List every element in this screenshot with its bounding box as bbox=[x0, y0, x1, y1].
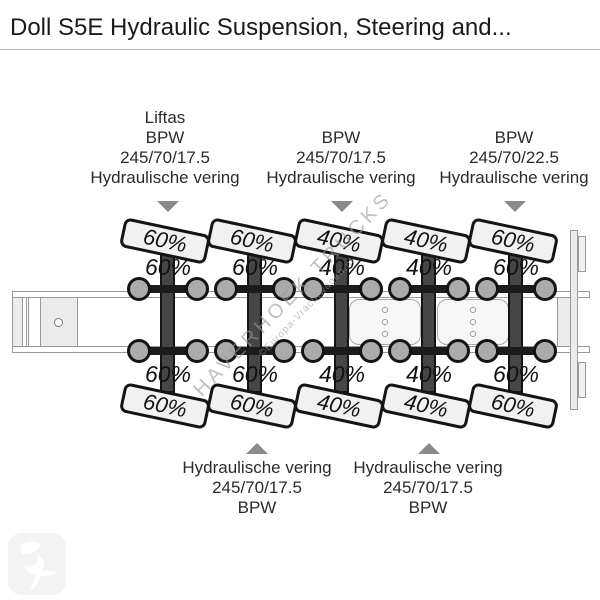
linkage-bolt-icon bbox=[470, 307, 476, 313]
axle-1-tread-inner-bottom: 60% bbox=[144, 361, 192, 387]
logo-figure-icon bbox=[20, 541, 58, 591]
axle-2-tread-inner-bottom: 60% bbox=[231, 361, 279, 387]
axle-1-hub-bottom-left bbox=[127, 339, 151, 363]
title-divider bbox=[0, 49, 600, 50]
axle-1-tread-inner-top: 60% bbox=[144, 254, 192, 280]
axle-4-hub-bottom-left bbox=[388, 339, 412, 363]
front-divider bbox=[26, 297, 29, 347]
axle-4-tread-inner-bottom: 40% bbox=[405, 361, 453, 387]
axle-1-beam-bottom bbox=[139, 347, 197, 355]
axle-3-hub-top-right bbox=[359, 277, 383, 301]
axle-3-hub-bottom-left bbox=[301, 339, 325, 363]
front-crossmember bbox=[12, 297, 23, 347]
axle-3-beam-bottom bbox=[313, 347, 371, 355]
axle-4-beam-bottom bbox=[400, 347, 458, 355]
axle-2-tread-inner-top: 60% bbox=[231, 254, 279, 280]
linkage-bolt-icon bbox=[470, 319, 476, 325]
axle-4-tread-inner-top: 40% bbox=[405, 254, 453, 280]
kingpin-icon bbox=[54, 318, 63, 327]
spec-line: Hydraulische vering bbox=[353, 458, 503, 477]
linkage-bolt-icon bbox=[470, 331, 476, 337]
spec-line: Hydraulische vering bbox=[439, 168, 589, 187]
page-title: Doll S5E Hydraulic Suspension, Steering … bbox=[10, 14, 512, 41]
axle-1-beam-top bbox=[139, 285, 197, 293]
pointer-up-icon bbox=[418, 443, 440, 454]
axle-5-hub-bottom-left bbox=[475, 339, 499, 363]
pointer-down-icon bbox=[331, 201, 353, 212]
spec-line: 245/70/17.5 bbox=[383, 478, 473, 497]
spec-line: Hydraulische vering bbox=[90, 168, 240, 187]
axle-1-hub-top-left bbox=[127, 277, 151, 301]
axle-3-tread-inner-top: 40% bbox=[318, 254, 366, 280]
spec-line: 245/70/17.5 bbox=[120, 148, 210, 167]
linkage-bolt-icon bbox=[382, 307, 388, 313]
axle-2-hub-bottom-left bbox=[214, 339, 238, 363]
spec-line: 245/70/17.5 bbox=[296, 148, 386, 167]
spec-line: BPW bbox=[408, 498, 448, 517]
pointer-down-icon bbox=[157, 201, 179, 212]
linkage-bolt-icon bbox=[382, 319, 388, 325]
axle-5-beam-top bbox=[487, 285, 545, 293]
axle-1-hub-bottom-right bbox=[185, 339, 209, 363]
axle-3-beam-top bbox=[313, 285, 371, 293]
pointer-up-icon bbox=[246, 443, 268, 454]
pointer-down-icon bbox=[504, 201, 526, 212]
axle-5-hub-bottom-right bbox=[533, 339, 557, 363]
axle-4-hub-bottom-right bbox=[446, 339, 470, 363]
axle-2-beam-top bbox=[226, 285, 284, 293]
axle-3-hub-top-left bbox=[301, 277, 325, 301]
axle-4-hub-top-right bbox=[446, 277, 470, 301]
axle-5-hub-top-left bbox=[475, 277, 499, 301]
site-logo bbox=[8, 533, 66, 595]
axle-5-tread-inner-bottom: 60% bbox=[492, 361, 540, 387]
axle-2-hub-top-right bbox=[272, 277, 296, 301]
spec-line: Hydraulische vering bbox=[182, 458, 332, 477]
linkage-bolt-icon bbox=[382, 331, 388, 337]
rear-marker-top bbox=[578, 236, 586, 272]
spec-line: BPW bbox=[494, 128, 534, 147]
axle-5-hub-top-right bbox=[533, 277, 557, 301]
axle-3-hub-bottom-right bbox=[359, 339, 383, 363]
spec-line: BPW bbox=[321, 128, 361, 147]
axle-2-hub-top-left bbox=[214, 277, 238, 301]
spec-line: Liftas bbox=[144, 108, 186, 127]
spec-line: Hydraulische vering bbox=[266, 168, 416, 187]
axle-5-beam-bottom bbox=[487, 347, 545, 355]
spec-line: 245/70/17.5 bbox=[212, 478, 302, 497]
spec-line: BPW bbox=[145, 128, 185, 147]
axle-4-hub-top-left bbox=[388, 277, 412, 301]
rear-end-plate bbox=[570, 230, 578, 410]
axle-2-beam-bottom bbox=[226, 347, 284, 355]
spec-line: 245/70/22.5 bbox=[469, 148, 559, 167]
axle-5-tread-inner-top: 60% bbox=[492, 254, 540, 280]
axle-4-beam-top bbox=[400, 285, 458, 293]
axle-1-hub-top-right bbox=[185, 277, 209, 301]
spec-line: BPW bbox=[237, 498, 277, 517]
axle-2-hub-bottom-right bbox=[272, 339, 296, 363]
rear-marker-bottom bbox=[578, 362, 586, 398]
axle-3-tread-inner-bottom: 40% bbox=[318, 361, 366, 387]
